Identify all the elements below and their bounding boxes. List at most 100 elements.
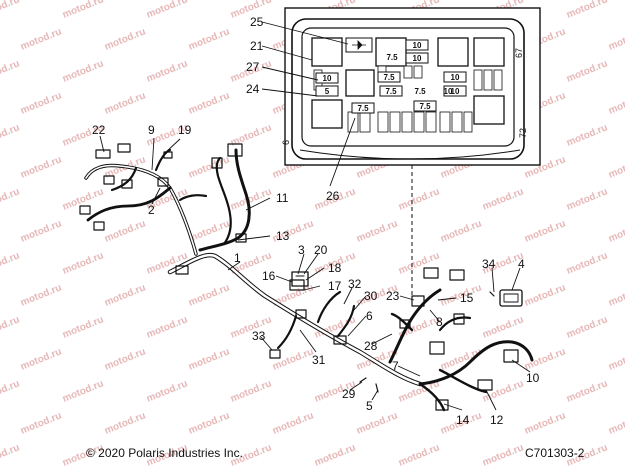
callout-number: 29: [342, 387, 356, 401]
callout-number: 20: [314, 243, 328, 257]
watermark-text: motod.ru: [19, 410, 63, 436]
watermark-text: motod.ru: [355, 218, 399, 244]
callout-number: 22: [92, 123, 106, 137]
callout-number: 6: [366, 309, 373, 323]
watermark-text: motod.ru: [229, 378, 273, 404]
callout-number: 28: [364, 339, 378, 353]
watermark-text: motod.ru: [0, 0, 21, 21]
watermark-text: motod.ru: [607, 90, 625, 116]
fuse: [405, 52, 429, 64]
callout-number: 23: [386, 289, 400, 303]
callout-number: 12: [490, 413, 504, 427]
fuse-rating: 7.5: [419, 102, 431, 111]
fuse-rating: 10: [413, 41, 422, 50]
callout-leader-lines: [99, 135, 531, 411]
watermark-text: motod.ru: [145, 378, 189, 404]
watermark-text: motod.ru: [145, 0, 189, 21]
watermark-text: motod.ru: [61, 378, 105, 404]
relay: [473, 95, 505, 125]
callout-number: 33: [252, 329, 266, 343]
watermark-text: motod.ru: [397, 186, 441, 212]
watermark-text: motod.ru: [397, 250, 441, 276]
figure-code: C701303-2: [525, 446, 585, 460]
watermark-text: motod.ru: [61, 0, 105, 21]
fuse: [377, 71, 401, 83]
relay: [311, 99, 343, 129]
watermark-text: motod.ru: [0, 250, 21, 276]
fuse-box-latch: [299, 149, 521, 160]
callout-number: 10: [526, 371, 540, 385]
callout-number: 2: [148, 203, 155, 217]
callout-number: 18: [328, 261, 342, 275]
watermark-text: motod.ru: [187, 26, 231, 52]
callout-number: 31: [312, 353, 326, 367]
callout-number: 1: [234, 251, 241, 265]
watermark-text: motod.ru: [607, 154, 625, 180]
callout-number: 5: [366, 399, 373, 413]
watermark-text: motod.ru: [607, 218, 625, 244]
watermark-text: motod.ru: [523, 282, 567, 308]
watermark-text: motod.ru: [103, 90, 147, 116]
relay: [375, 37, 407, 67]
watermark-text: motod.ru: [0, 442, 21, 468]
watermark-text: motod.ru: [61, 58, 105, 84]
watermark-text: motod.ru: [19, 154, 63, 180]
watermark-text: motod.ru: [187, 90, 231, 116]
callout-number: 26: [326, 189, 340, 203]
fuse-rating: 10: [451, 73, 460, 82]
callout-number: 32: [348, 277, 362, 291]
callout-number: 15: [460, 291, 474, 305]
watermark-text: motod.ru: [61, 314, 105, 340]
fuse: [351, 102, 375, 114]
relay: [311, 37, 343, 67]
watermark-text: motod.ru: [0, 314, 21, 340]
watermark-text: motod.ru: [481, 378, 525, 404]
watermark-text: motod.ru: [565, 122, 609, 148]
callout-number: 34: [482, 257, 496, 271]
callout-number: 27: [246, 60, 260, 74]
fuse-rating: 10: [444, 87, 453, 96]
fuse-rating: 10: [323, 74, 332, 83]
watermark-text: motod.ru: [61, 186, 105, 212]
copyright-text: © 2020 Polaris Industries Inc.: [86, 446, 243, 460]
callout-number: 14: [456, 413, 470, 427]
watermark-text: motod.ru: [523, 346, 567, 372]
detail-leader-lines: [261, 21, 356, 187]
watermark-text: motod.ru: [607, 26, 625, 52]
watermark-text: motod.ru: [19, 26, 63, 52]
callout-number: 16: [262, 269, 276, 283]
watermark-text: motod.ru: [565, 0, 609, 21]
watermark-text: motod.ru: [607, 282, 625, 308]
watermark-text: motod.ru: [103, 346, 147, 372]
watermark-text: motod.ru: [481, 314, 525, 340]
watermark-text: motod.ru: [439, 218, 483, 244]
callout-number: 25: [250, 15, 264, 29]
fuse: [315, 72, 339, 84]
watermark-text: motod.ru: [0, 186, 21, 212]
watermark-text: motod.ru: [271, 410, 315, 436]
fuse-rating: 7.5: [414, 87, 426, 96]
wire-harness: [79, 143, 534, 412]
callout-number: 17: [328, 279, 342, 293]
watermark-text: motod.ru: [0, 58, 21, 84]
relay: [473, 37, 505, 67]
callout-number: 19: [178, 123, 192, 137]
watermark-text: motod.ru: [565, 58, 609, 84]
fuse-rating: 7.5: [386, 53, 398, 62]
fuse: [379, 85, 403, 97]
watermark-text: motod.ru: [313, 442, 357, 468]
watermark-text: motod.ru: [523, 218, 567, 244]
callout-number: 4: [518, 257, 525, 271]
watermark-text: motod.ru: [607, 346, 625, 372]
watermark-text: motod.ru: [145, 58, 189, 84]
watermark-text: motod.ru: [397, 442, 441, 468]
watermark-text: motod.ru: [229, 122, 273, 148]
diode-symbol-icon: [352, 40, 366, 50]
watermark-text: motod.ru: [523, 410, 567, 436]
watermark-text: motod.ru: [187, 410, 231, 436]
watermark-text: motod.ru: [103, 282, 147, 308]
relay: [437, 37, 469, 67]
watermark-text: motod.ru: [355, 410, 399, 436]
watermark-text: motod.ru: [481, 442, 525, 468]
